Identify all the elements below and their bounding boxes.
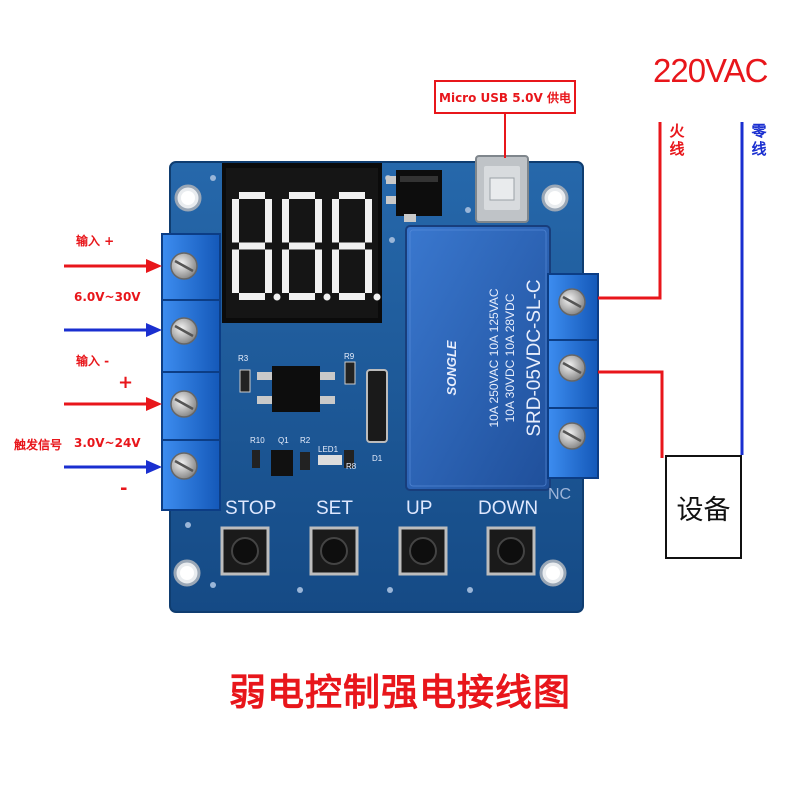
silk-r10: R10	[250, 436, 265, 445]
silk-r3: R3	[238, 354, 249, 363]
down-switch[interactable]	[486, 526, 536, 576]
digit-3-segment-3	[339, 293, 365, 300]
input-terminal-block	[161, 233, 221, 511]
relay	[405, 225, 551, 491]
relay-rating-2: 10A 30VDC 10A 28VDC	[503, 293, 517, 422]
relay-brand-text: SONGLE	[444, 340, 459, 395]
diagram-caption: 弱电控制强电接线图	[229, 671, 571, 714]
digit-3-segment-7	[365, 249, 372, 293]
digit-2-segment-2	[289, 242, 315, 250]
digit-1-segment-5	[265, 199, 272, 243]
device-wire	[598, 370, 664, 458]
smd-components	[239, 361, 388, 476]
digit-1-segment-3	[239, 293, 265, 300]
input-minus-arrow	[64, 323, 162, 337]
digit-2-segment-3	[289, 293, 315, 300]
live-wire	[598, 122, 662, 300]
silk-d1: D1	[372, 454, 383, 463]
silk-r8: R8	[346, 462, 357, 471]
button-label-set: SET	[316, 498, 353, 519]
ac-voltage-label: 220VAC	[653, 52, 768, 89]
digit-2-segment-7	[315, 249, 322, 293]
input-plus-label: 输入 +	[76, 234, 115, 248]
digit-1-decimal-point	[273, 293, 281, 301]
digit-3-segment-2	[339, 242, 365, 250]
set-switch[interactable]	[309, 526, 359, 576]
live-wire-label: 火线	[669, 122, 685, 158]
device-label: 设备	[676, 494, 731, 526]
usb-power-label: Micro USB 5.0V 供电	[434, 80, 576, 114]
trigger-signal-label: 触发信号	[14, 438, 63, 452]
digit-1-segment-7	[265, 249, 272, 293]
silk-r9: R9	[344, 352, 355, 361]
digit-1-segment-6	[232, 249, 239, 293]
trigger-minus-label: -	[120, 478, 128, 499]
input-minus-label: 输入 -	[76, 354, 110, 368]
digit-3-decimal-point	[373, 293, 381, 301]
input-plus-arrow	[64, 259, 162, 273]
trigger-plus-label: +	[118, 372, 134, 393]
up-switch[interactable]	[398, 526, 448, 576]
input-voltage-label: 6.0V~30V	[74, 290, 141, 304]
digit-1-segment-1	[239, 192, 265, 199]
trigger-plus-arrow	[64, 397, 162, 411]
digit-3-segment-5	[365, 199, 372, 243]
nc-label: NC	[548, 486, 572, 503]
digit-1-segment-2	[239, 242, 265, 250]
digit-3-segment-4	[332, 199, 339, 243]
trigger-minus-arrow	[64, 460, 162, 474]
silk-r2: R2	[300, 436, 311, 445]
neutral-wire-label: 零线	[751, 122, 767, 158]
button-label-stop: STOP	[225, 498, 277, 519]
digit-2-decimal-point	[323, 293, 331, 301]
relay-rating-1: 10A 250VAC 10A 125VAC	[487, 288, 501, 427]
terminal-screws-right	[558, 288, 586, 450]
relay-model-text: SRD-05VDC-SL-C	[524, 279, 545, 436]
regulator-chip	[386, 170, 442, 222]
digit-3-segment-1	[339, 192, 365, 199]
silk-led1: LED1	[318, 445, 339, 454]
trigger-voltage-label: 3.0V~24V	[74, 436, 141, 450]
digit-1-segment-4	[232, 199, 239, 243]
digit-2-segment-4	[282, 199, 289, 243]
silk-q1: Q1	[278, 436, 289, 445]
seven-segment-display	[222, 163, 382, 323]
digit-2-segment-6	[282, 249, 289, 293]
stop-switch[interactable]	[220, 526, 270, 576]
tactile-buttons	[220, 526, 536, 576]
button-label-down: DOWN	[478, 498, 539, 519]
digit-3-segment-6	[332, 249, 339, 293]
optocoupler-chip	[257, 366, 335, 412]
micro-usb-port[interactable]	[475, 155, 529, 223]
digit-2-segment-1	[289, 192, 315, 199]
terminal-screws-left	[170, 252, 198, 480]
relay-markings: SRD-05VDC-SL-C 10A 30VDC 10A 28VDC 10A 2…	[444, 279, 545, 436]
digit-2-segment-5	[315, 199, 322, 243]
mounting-holes	[173, 184, 569, 587]
button-label-up: UP	[406, 498, 433, 519]
device-box: 设备	[665, 455, 742, 559]
